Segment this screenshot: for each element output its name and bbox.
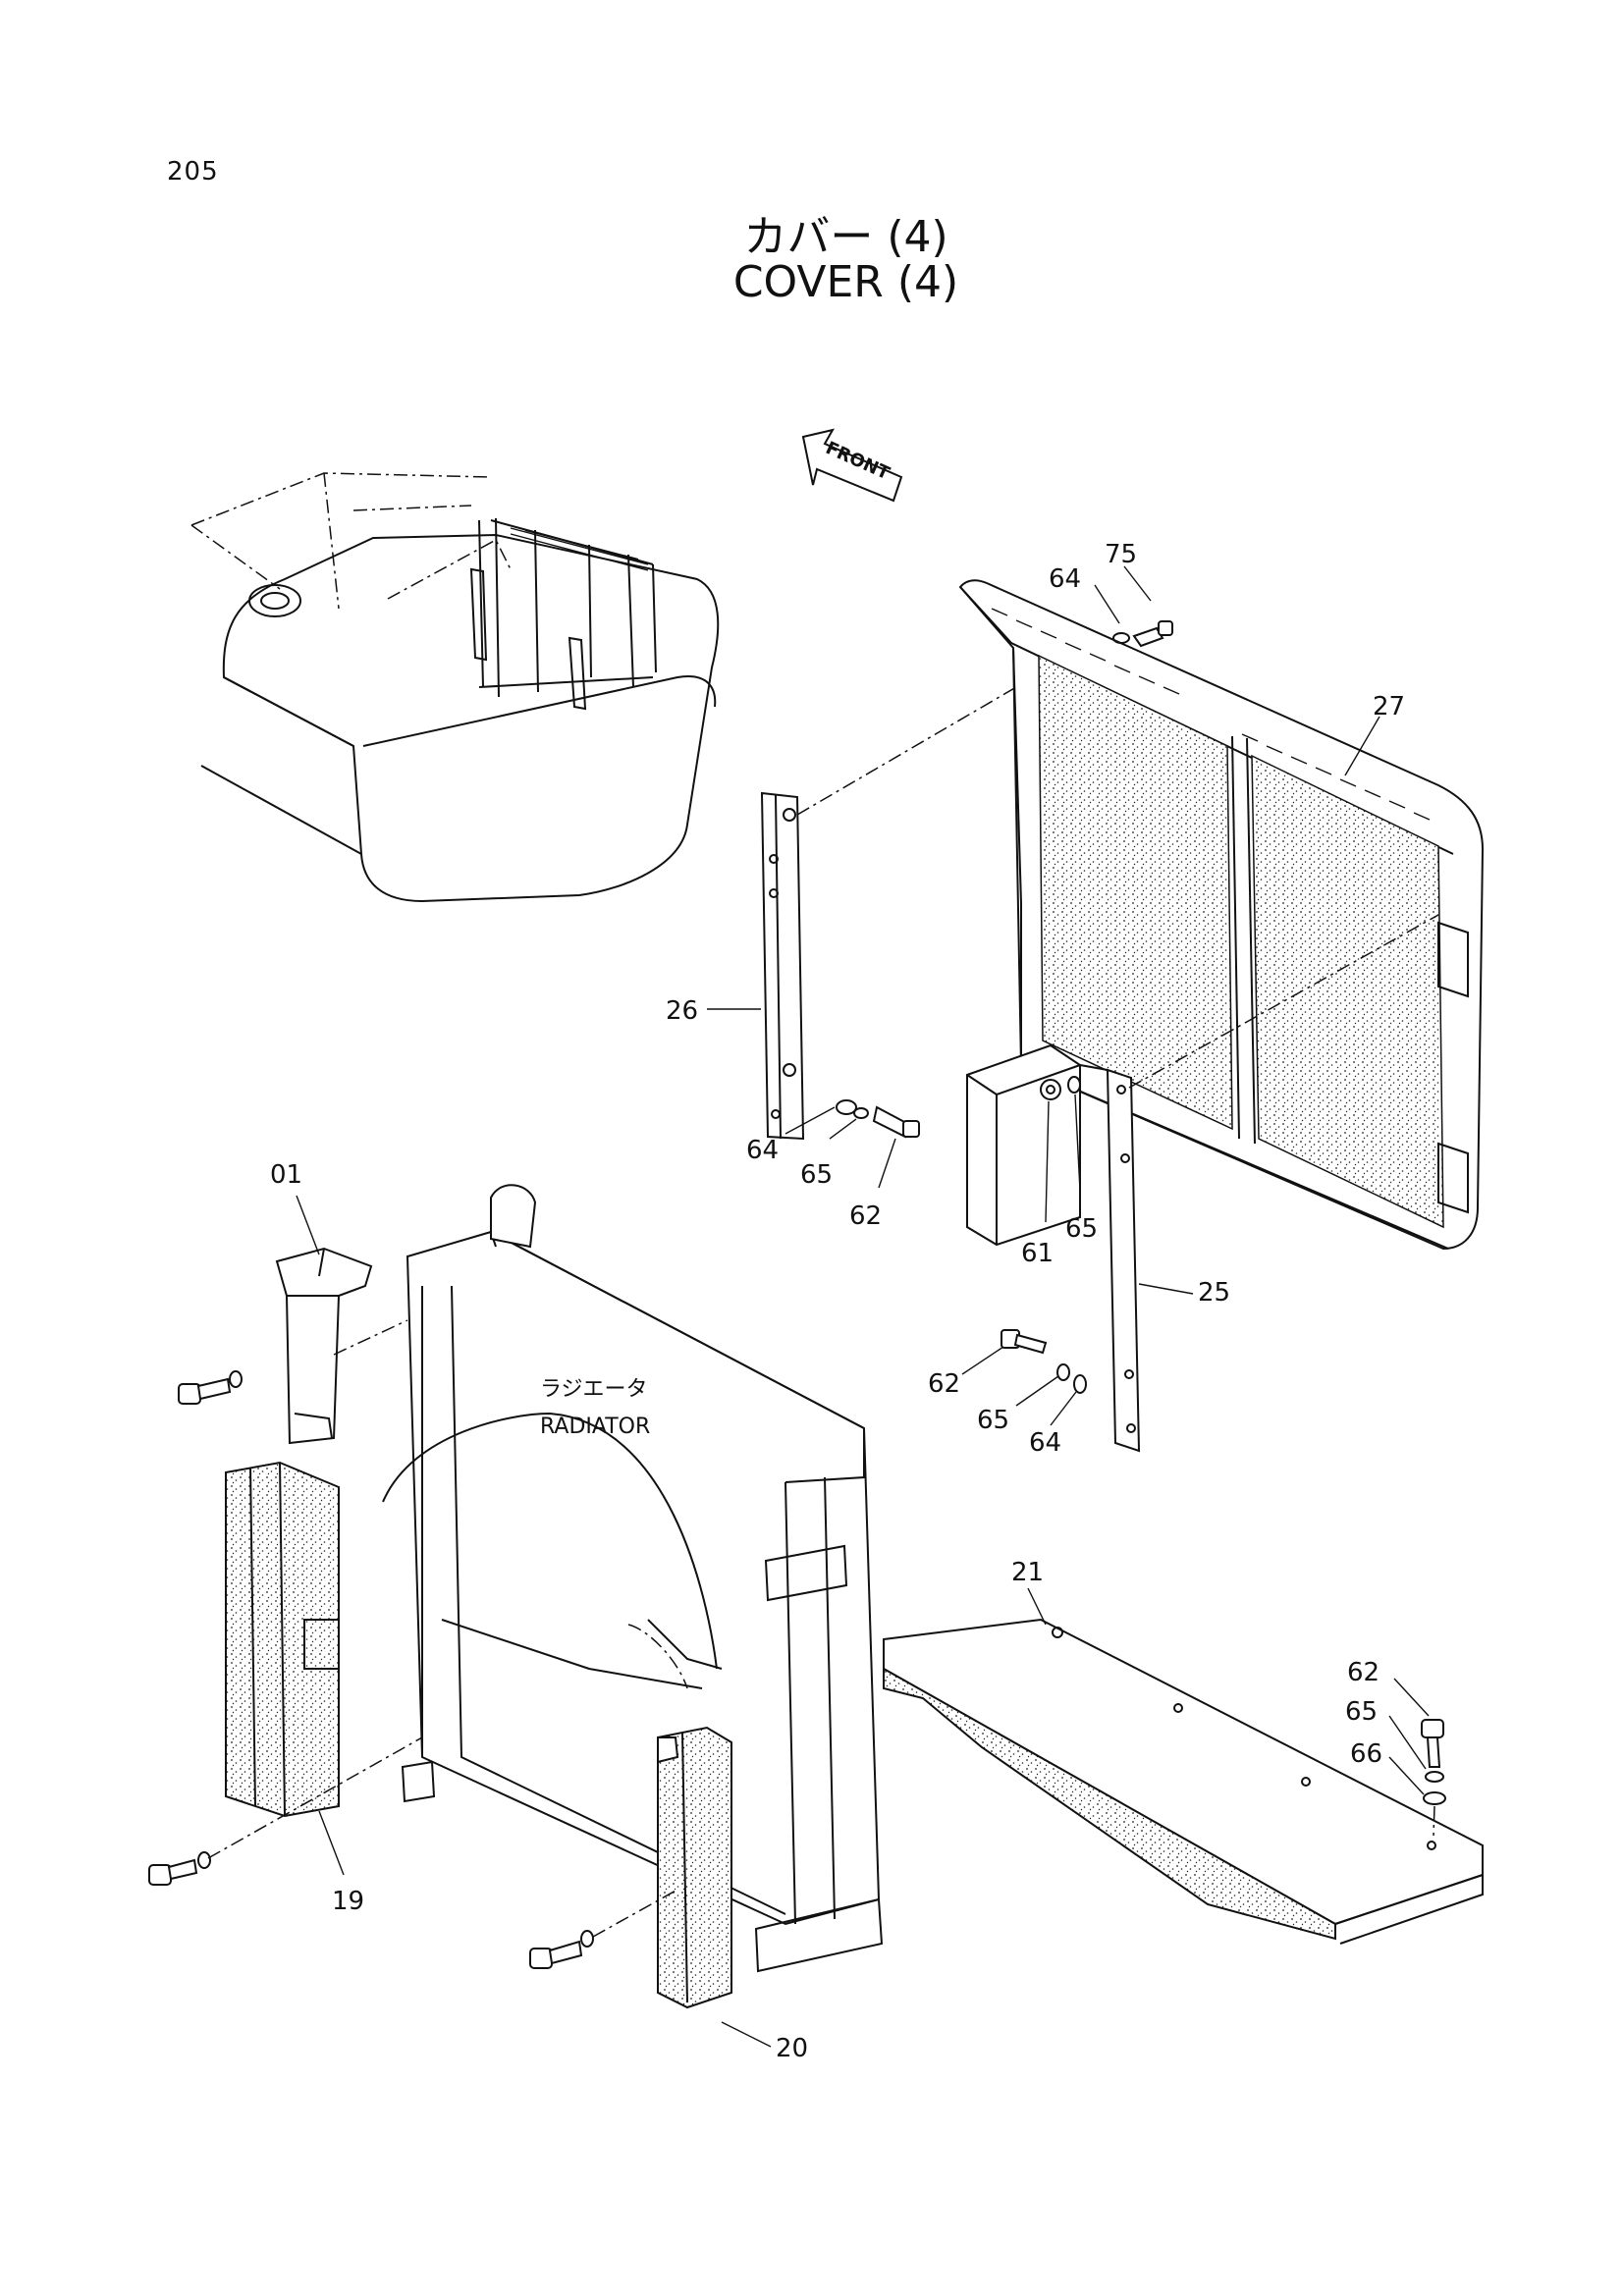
part-01-small-cover: [275, 1247, 408, 1445]
callout-26: 26: [666, 996, 698, 1026]
callout-62-mid: 62: [849, 1201, 882, 1231]
callout-64-top: 64: [1049, 564, 1081, 594]
part-21-seal-plate: [883, 1618, 1484, 1945]
radiator-label: ラジエータ RADIATOR: [540, 1377, 650, 1439]
callout-27: 27: [1373, 692, 1405, 721]
radiator: [382, 1184, 884, 1973]
callout-62-lower: 62: [928, 1369, 960, 1399]
callout-65-right-lower: 65: [1345, 1697, 1378, 1727]
callout-labels: 75 64 27 26 64 65 62 61 65 25 62 65 64 0…: [270, 540, 1405, 2063]
part-25-bracket: [966, 914, 1439, 1453]
callout-19: 19: [332, 1887, 364, 1916]
callout-25: 25: [1198, 1278, 1230, 1308]
callout-62-right: 62: [1347, 1658, 1380, 1687]
callout-64-lower: 64: [1029, 1428, 1061, 1458]
title-english: COVER (4): [732, 257, 959, 307]
callout-21: 21: [1011, 1558, 1044, 1587]
callout-64-mid: 64: [746, 1136, 779, 1165]
radiator-label-english: RADIATOR: [540, 1415, 650, 1439]
part-26-bracket: [760, 686, 1017, 1141]
title-japanese: カバー (4): [743, 212, 948, 262]
callout-66: 66: [1350, 1739, 1382, 1769]
callout-65-right: 65: [1065, 1214, 1098, 1244]
part-20-seal: [657, 1726, 732, 2009]
part-19-seal: [225, 1461, 340, 1818]
page-number: 205: [167, 157, 219, 187]
callout-61: 61: [1021, 1239, 1054, 1268]
callout-01: 01: [270, 1160, 302, 1190]
part-27-grill-cover: [958, 579, 1485, 1251]
callout-20: 20: [776, 2034, 808, 2063]
fasteners: [148, 620, 1446, 1969]
callout-65-lower: 65: [977, 1406, 1009, 1435]
front-arrow: FRONT: [801, 428, 903, 503]
callout-65-mid: 65: [800, 1160, 833, 1190]
leader-lines: [296, 565, 1430, 2048]
radiator-label-japanese: ラジエータ: [540, 1377, 648, 1402]
machine-overview: [190, 472, 720, 903]
callout-75: 75: [1105, 540, 1137, 569]
